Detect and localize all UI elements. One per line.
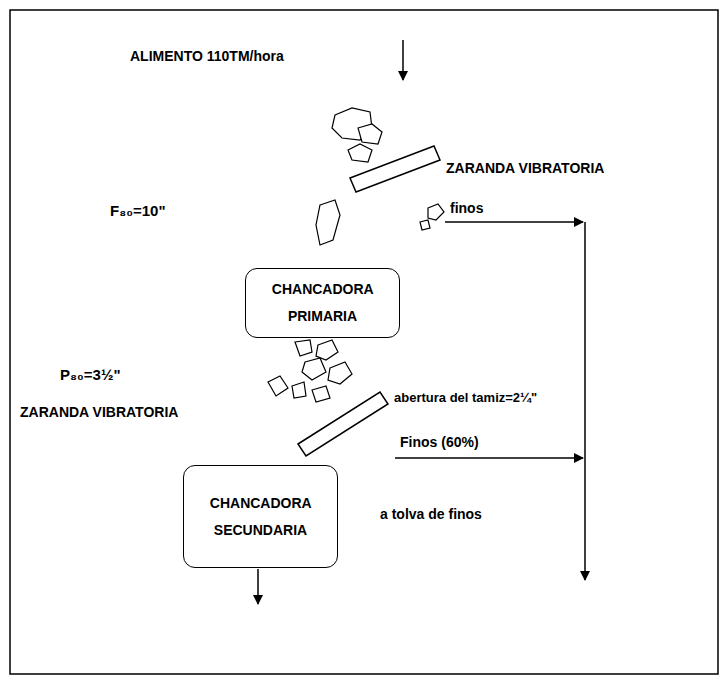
screen-label: ZARANDA VIBRATORIA xyxy=(444,160,606,177)
fines-label: finos xyxy=(448,200,485,217)
product-arrow xyxy=(257,569,259,604)
crusher-box: CHANCADORA SECUNDARIA xyxy=(183,465,338,568)
crusher-name: CHANCADORA PRIMARIA xyxy=(272,276,373,329)
ore-rocks xyxy=(268,108,444,402)
frame xyxy=(10,10,718,674)
crusher-name: CHANCADORA SECUNDARIA xyxy=(210,490,311,543)
feed-arrow xyxy=(402,40,404,80)
feed-label: ALIMENTO 110TM/hora xyxy=(128,48,286,65)
feed-size: F₈₀=10" xyxy=(108,202,168,220)
vibrating-screen xyxy=(298,392,388,456)
fines-label: Finos (60%) xyxy=(398,434,481,451)
fines-line xyxy=(395,457,583,459)
screen-aperture: abertura del tamiz=2¼" xyxy=(392,390,539,406)
fines-line xyxy=(584,222,586,580)
vibrating-screen xyxy=(350,146,440,192)
product-size: P₈₀=3½" xyxy=(58,366,123,384)
destination-label: a tolva de finos xyxy=(378,506,484,523)
crusher-box: CHANCADORA PRIMARIA xyxy=(245,268,400,338)
fines-line xyxy=(445,221,583,223)
screen-label: ZARANDA VIBRATORIA xyxy=(18,404,180,421)
